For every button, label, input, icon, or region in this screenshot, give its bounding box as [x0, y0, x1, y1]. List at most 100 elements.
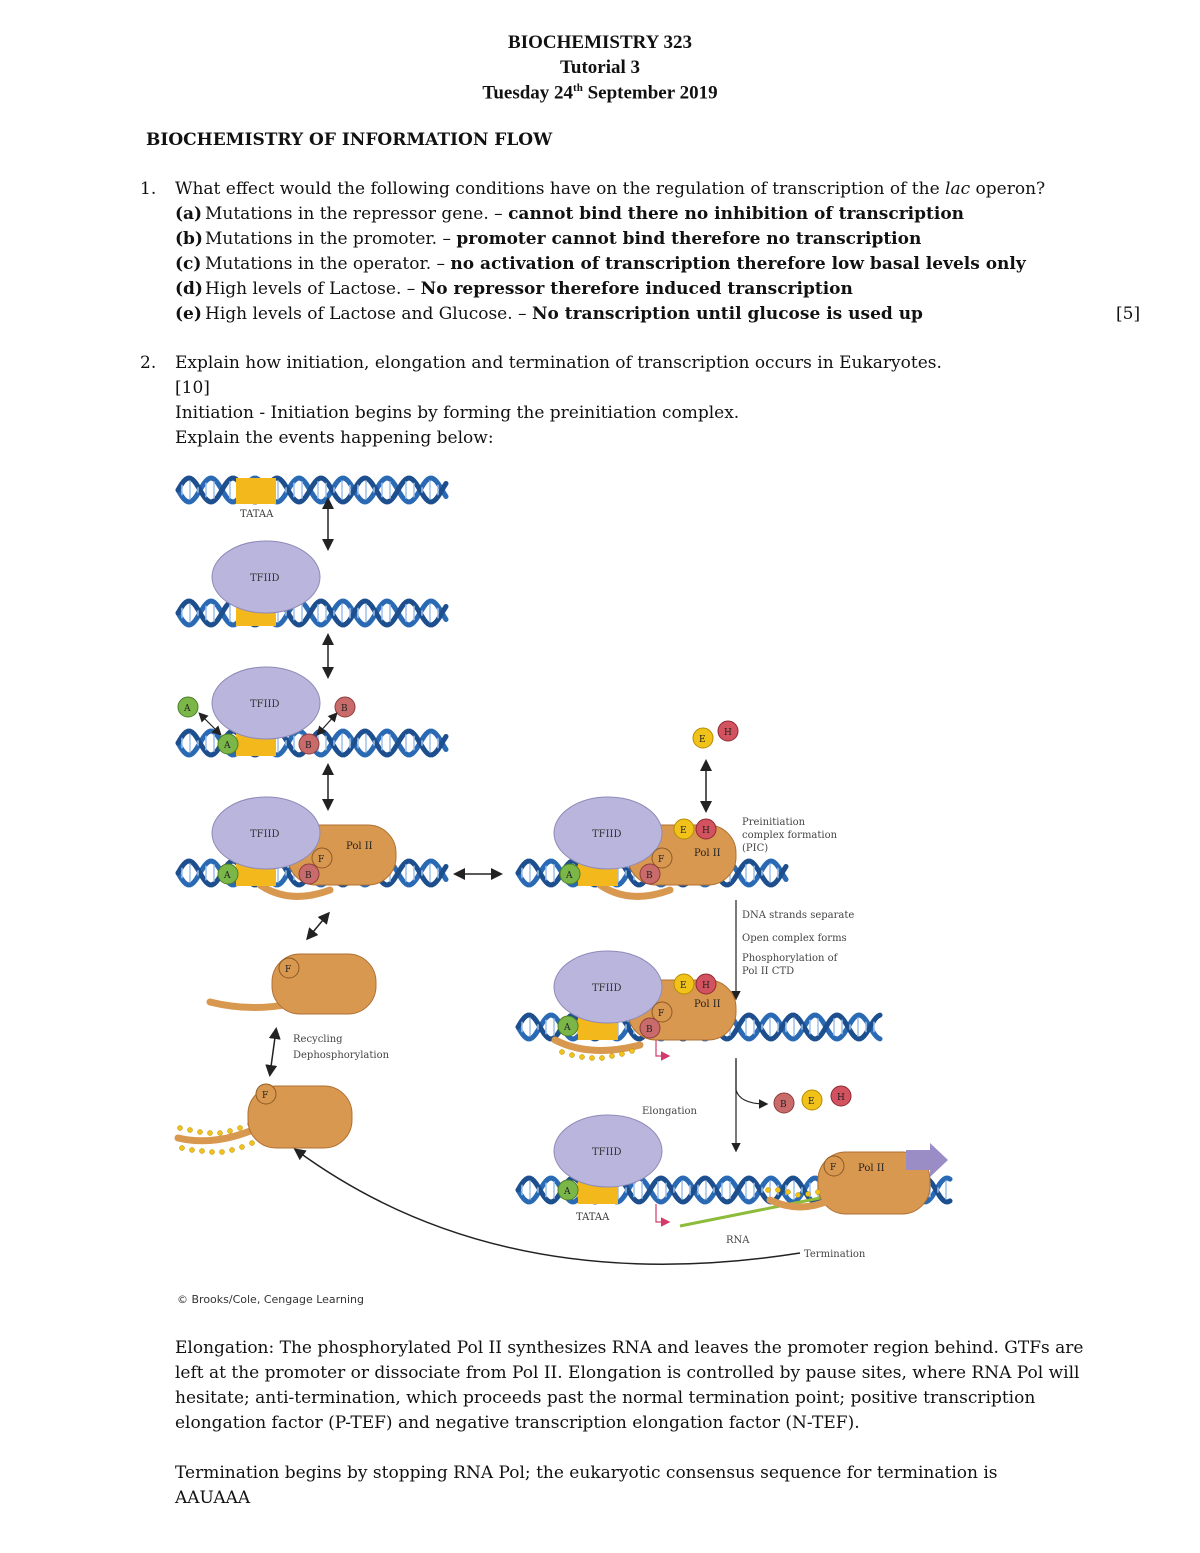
- factor-e-released: [801, 1089, 823, 1111]
- rna-strand: [679, 1194, 831, 1228]
- factor-f-7: [823, 1155, 845, 1177]
- factor-b-released: [773, 1092, 795, 1114]
- factor-h-5: [695, 818, 717, 840]
- figure-credit: © Brooks/Cole, Cengage Learning: [177, 1293, 364, 1306]
- q1-marks: [5]: [1116, 304, 1141, 324]
- tfiid-blob-2: [211, 666, 321, 740]
- factor-h-6: [695, 973, 717, 995]
- factor-a-label-6: A: [563, 1023, 571, 1033]
- factor-b-label-6: B: [646, 1025, 653, 1035]
- eq-arrow-release: [306, 911, 330, 941]
- ctd-tail-3: [551, 1036, 644, 1054]
- tfiid-label-5: TFIID: [592, 983, 622, 994]
- factor-a-4: [217, 863, 239, 885]
- factor-h-label-free: H: [724, 728, 732, 738]
- factor-f-label-4: F: [318, 855, 324, 865]
- termination-line-1: Termination begins by stopping RNA Pol; …: [175, 1463, 998, 1483]
- elongation-label: Elongation: [642, 1106, 698, 1117]
- pol-ii-label-2: Pol II: [694, 848, 721, 859]
- factor-h-free: [717, 720, 739, 742]
- tss-arrow-2: [655, 1204, 671, 1227]
- factor-h-released: [830, 1085, 852, 1107]
- factor-e-label-released: E: [808, 1097, 815, 1107]
- factor-b-4: [298, 863, 320, 885]
- elongation-line-3: hesitate; anti-termination, which procee…: [175, 1388, 1036, 1408]
- factor-h-label-5: H: [702, 826, 710, 836]
- factor-f-4: [311, 847, 333, 869]
- factor-a-5: [559, 863, 581, 885]
- q2-marks: [10]: [175, 378, 210, 398]
- q2-initiation: Initiation - Initiation begins by formin…: [175, 403, 740, 423]
- factor-a-free: [177, 696, 199, 718]
- pol-ii-label-1: Pol II: [346, 841, 373, 852]
- tfiid-blob-1: [211, 540, 321, 614]
- open-label-3: Phosphorylation of: [742, 953, 839, 964]
- course-title: BIOCHEMISTRY 323: [508, 32, 692, 53]
- factor-b-5: [639, 863, 661, 885]
- q1-item-c: (c)Mutations in the operator. – no activ…: [175, 254, 1026, 274]
- phosphate-dots-2: [765, 1187, 821, 1198]
- factor-b-label-released: B: [780, 1100, 787, 1110]
- tataa-label-7: TATAA: [576, 1212, 610, 1223]
- factor-a-6: [557, 1015, 579, 1037]
- pic-label-2: complex formation: [742, 830, 838, 841]
- tfiid-label-2: TFIID: [250, 699, 280, 710]
- termination-return-arrow: [293, 1148, 801, 1265]
- q2-explain: Explain the events happening below:: [175, 428, 494, 448]
- factor-f-label-6: F: [658, 1009, 664, 1019]
- pol-ii-label-3: Pol II: [694, 999, 721, 1010]
- tutorial-title: Tutorial 3: [559, 57, 641, 78]
- q1-item-a: (a)Mutations in the repressor gene. – ca…: [175, 204, 965, 224]
- q1-item-e: (e)High levels of Lactose and Glucose. –…: [175, 304, 923, 324]
- pol-ii-blob-4: [817, 1151, 931, 1215]
- factor-b-label-4: B: [305, 871, 312, 881]
- phosphate-dots-3: [177, 1121, 255, 1155]
- factor-f-6: [651, 1001, 673, 1023]
- factor-a-label-5: A: [565, 871, 573, 881]
- factor-f-label-7: F: [830, 1163, 836, 1173]
- factor-h-label-released: H: [837, 1093, 845, 1103]
- pic-label-1: Preinitiation: [742, 817, 806, 828]
- q1-text: What effect would the following conditio…: [175, 179, 1046, 199]
- direction-arrow: [906, 1143, 948, 1177]
- tfiid-label-3: TFIID: [250, 829, 280, 840]
- pol-ii-free-2: [247, 1085, 353, 1149]
- factor-e-label-6: E: [680, 981, 687, 991]
- dna-helix-2: [175, 598, 449, 628]
- factor-b-bound: [298, 733, 320, 755]
- open-label-4: Pol II CTD: [742, 966, 794, 977]
- pol-ii-label-4: Pol II: [858, 1163, 885, 1174]
- b-bind-arrow: [316, 712, 338, 736]
- tss-arrow-1: [655, 1040, 671, 1061]
- tfiid-label-4: TFIID: [592, 829, 622, 840]
- factor-e-label-free: E: [699, 735, 706, 745]
- factor-f-label-5: F: [658, 855, 664, 865]
- q1-number: 1.: [140, 179, 157, 199]
- dna-helix-1: [175, 475, 449, 505]
- termination-line-2: AAUAAA: [175, 1488, 251, 1508]
- tfiid-label-1: TFIID: [250, 573, 280, 584]
- factor-e-6: [673, 973, 695, 995]
- open-label-2: Open complex forms: [742, 933, 847, 944]
- tfiid-blob-4: [553, 796, 663, 870]
- termination-label: Termination: [804, 1249, 866, 1260]
- factor-f-5: [651, 847, 673, 869]
- open-label-1: DNA strands separate: [742, 910, 854, 921]
- factor-b-free: [334, 696, 356, 718]
- elongation-line-4: elongation factor (P-TEF) and negative t…: [175, 1413, 860, 1433]
- ctd-tail-1: [256, 881, 334, 900]
- factor-a-label-1: A: [183, 704, 191, 714]
- recycling-label-1: Recycling: [293, 1034, 343, 1045]
- tfiid-blob-5: [553, 950, 663, 1024]
- factor-e-label-5: E: [680, 826, 687, 836]
- factor-f-label-9: F: [262, 1091, 268, 1101]
- transcription-figure: TATAA TFIID TFIID A A B B Pol II TFIID A…: [174, 475, 953, 1306]
- ctd-tail-4: [766, 1196, 834, 1211]
- a-bind-arrow: [198, 712, 222, 736]
- q1-item-b: (b)Mutations in the promoter. – promoter…: [175, 229, 922, 249]
- factor-f-9: [255, 1083, 277, 1105]
- tfiid-blob-6: [553, 1114, 663, 1188]
- factor-e-free: [692, 727, 714, 749]
- factor-f-label-8: F: [285, 965, 291, 975]
- factor-b-label-1: B: [341, 704, 348, 714]
